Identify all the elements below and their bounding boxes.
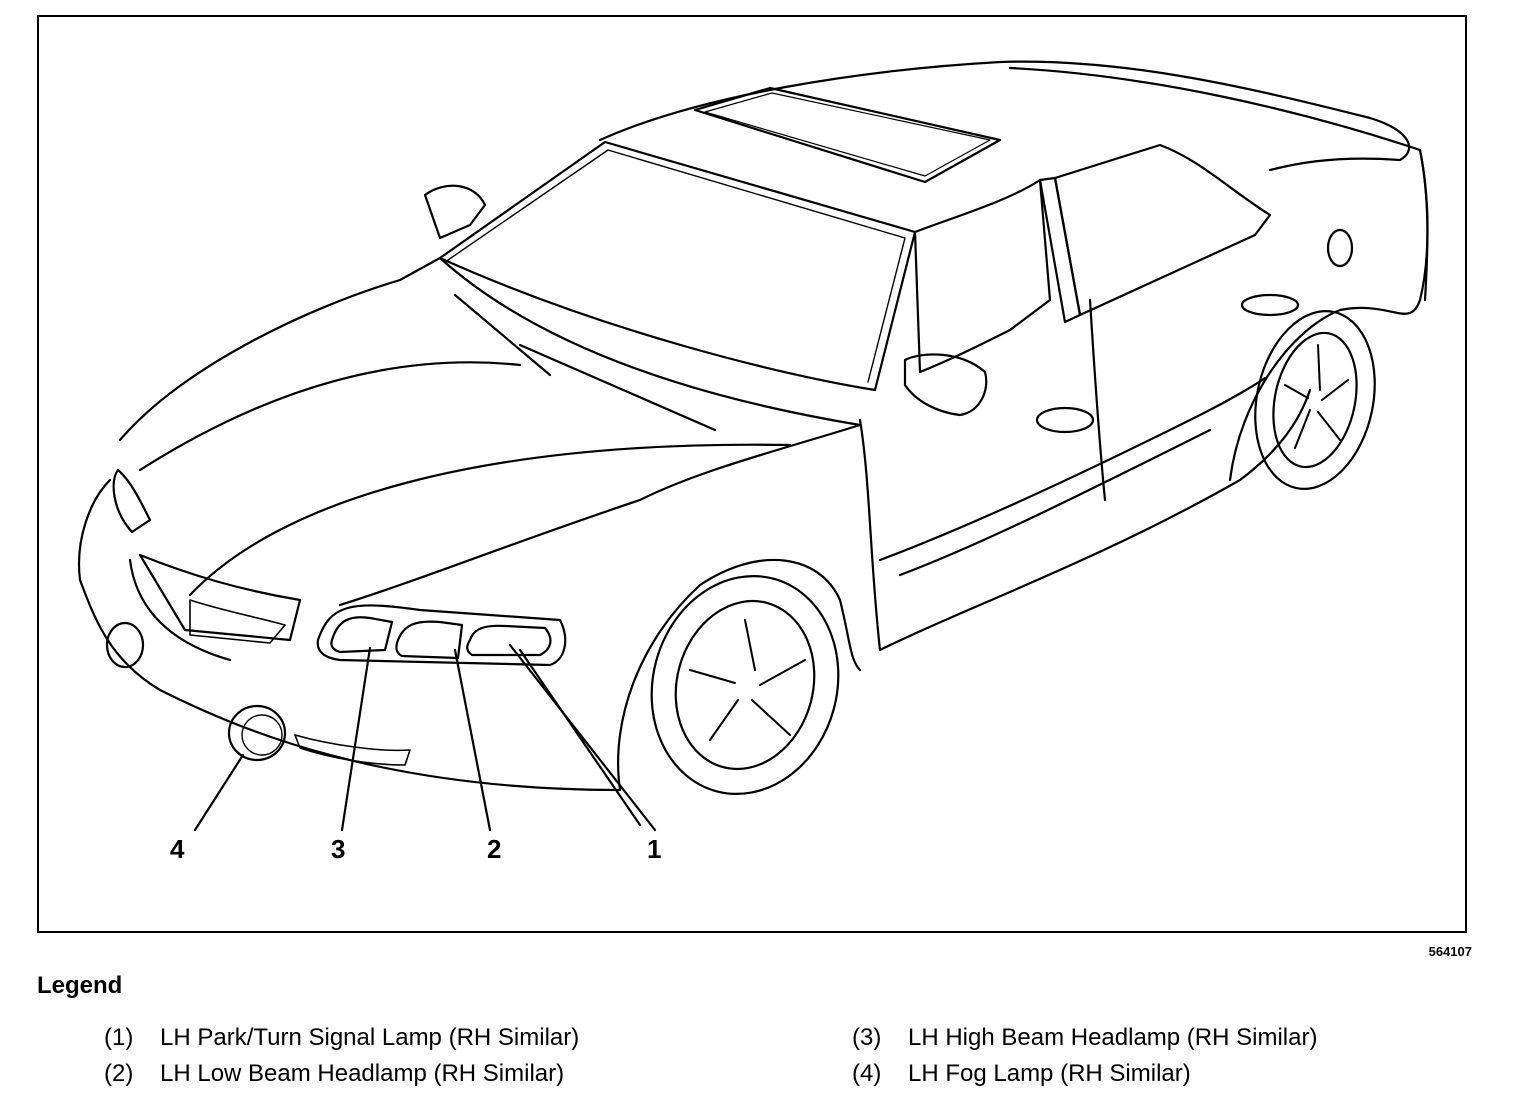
legend-item-1: (1) LH Park/Turn Signal Lamp (RH Similar) [104, 1024, 579, 1052]
leader-line-1a [508, 643, 657, 832]
legend-item-2-number: (2) [104, 1060, 134, 1087]
legend-item-4-number: (4) [852, 1060, 882, 1087]
front-wheel-spokes [689, 619, 806, 741]
wiper-left [453, 293, 552, 377]
side-trim [878, 376, 1267, 562]
diagram-frame [37, 15, 1467, 933]
front-lower [128, 558, 232, 662]
grille-upper [138, 553, 302, 642]
hood-crease [138, 361, 522, 472]
car-line-drawing: 4 3 2 1 [78, 60, 1429, 864]
figure-id: 564107 [1428, 944, 1472, 959]
legend-item-1-number: (1) [104, 1024, 134, 1051]
side-window-front [913, 178, 1052, 374]
front-wheel-rim [674, 599, 816, 771]
side-trim-2 [898, 428, 1212, 577]
door-handle-front [1035, 406, 1095, 434]
leader-line-1b [518, 648, 642, 827]
rear-mirror-top [423, 184, 487, 240]
legend-item-2-text: LH Low Beam Headlamp (RH Similar) [160, 1060, 565, 1087]
callout-3: 3 [331, 834, 345, 864]
fog-lamp [227, 704, 287, 762]
front-fender [617, 558, 862, 792]
park-turn-lamp [466, 624, 552, 657]
leader-line-3 [340, 646, 372, 832]
fuel-door [1326, 228, 1354, 268]
legend-item-3: (3) LH High Beam Headlamp (RH Similar) [852, 1024, 1317, 1052]
leader-line-4 [193, 753, 245, 832]
rear-wheel-tire [1254, 310, 1376, 490]
headlamp-cluster [316, 604, 567, 667]
callout-4: 4 [170, 834, 185, 864]
legend-item-4-text: LH Fog Lamp (RH Similar) [908, 1060, 1191, 1087]
body-side [858, 388, 1312, 652]
rear-wheel-spokes [1284, 344, 1349, 449]
windshield [438, 140, 917, 392]
door-line [1088, 298, 1107, 502]
side-window-rear [1053, 143, 1272, 317]
lower-vent [294, 734, 411, 766]
legend-item-4: (4) LH Fog Lamp (RH Similar) [852, 1060, 1191, 1088]
callout-2: 2 [487, 834, 501, 864]
trunk-edge [1008, 66, 1429, 302]
windshield-inner [447, 149, 906, 383]
hood-outline [118, 256, 862, 607]
rear-fender [1228, 148, 1429, 482]
wiper-right [518, 343, 717, 432]
sunroof-inner [704, 92, 991, 177]
leader-line-2 [453, 648, 492, 832]
legend-item-3-number: (3) [852, 1024, 882, 1051]
front-wheel-tire [650, 575, 840, 795]
b-pillar [1038, 176, 1082, 324]
legend-item-1-text: LH Park/Turn Signal Lamp (RH Similar) [160, 1024, 580, 1051]
roof-outline [598, 60, 1411, 172]
legend-title: Legend [37, 972, 123, 999]
legend-item-3-text: LH High Beam Headlamp (RH Similar) [908, 1024, 1318, 1051]
headlamp-left-small [112, 468, 152, 534]
fog-lamp-inner [241, 714, 283, 756]
high-beam-lamp [330, 616, 394, 654]
rear-wheel-rim [1272, 331, 1358, 469]
grille-lower [189, 599, 286, 644]
hood-crease-2 [188, 443, 792, 597]
low-beam-lamp [395, 620, 464, 660]
legend-item-2: (2) LH Low Beam Headlamp (RH Similar) [104, 1060, 564, 1088]
door-handle-rear [1240, 293, 1300, 317]
side-mirror [903, 353, 988, 417]
callout-1: 1 [647, 834, 661, 864]
fog-lamp-rh [105, 621, 145, 669]
front-bumper [78, 478, 622, 792]
sunroof [693, 86, 1002, 184]
